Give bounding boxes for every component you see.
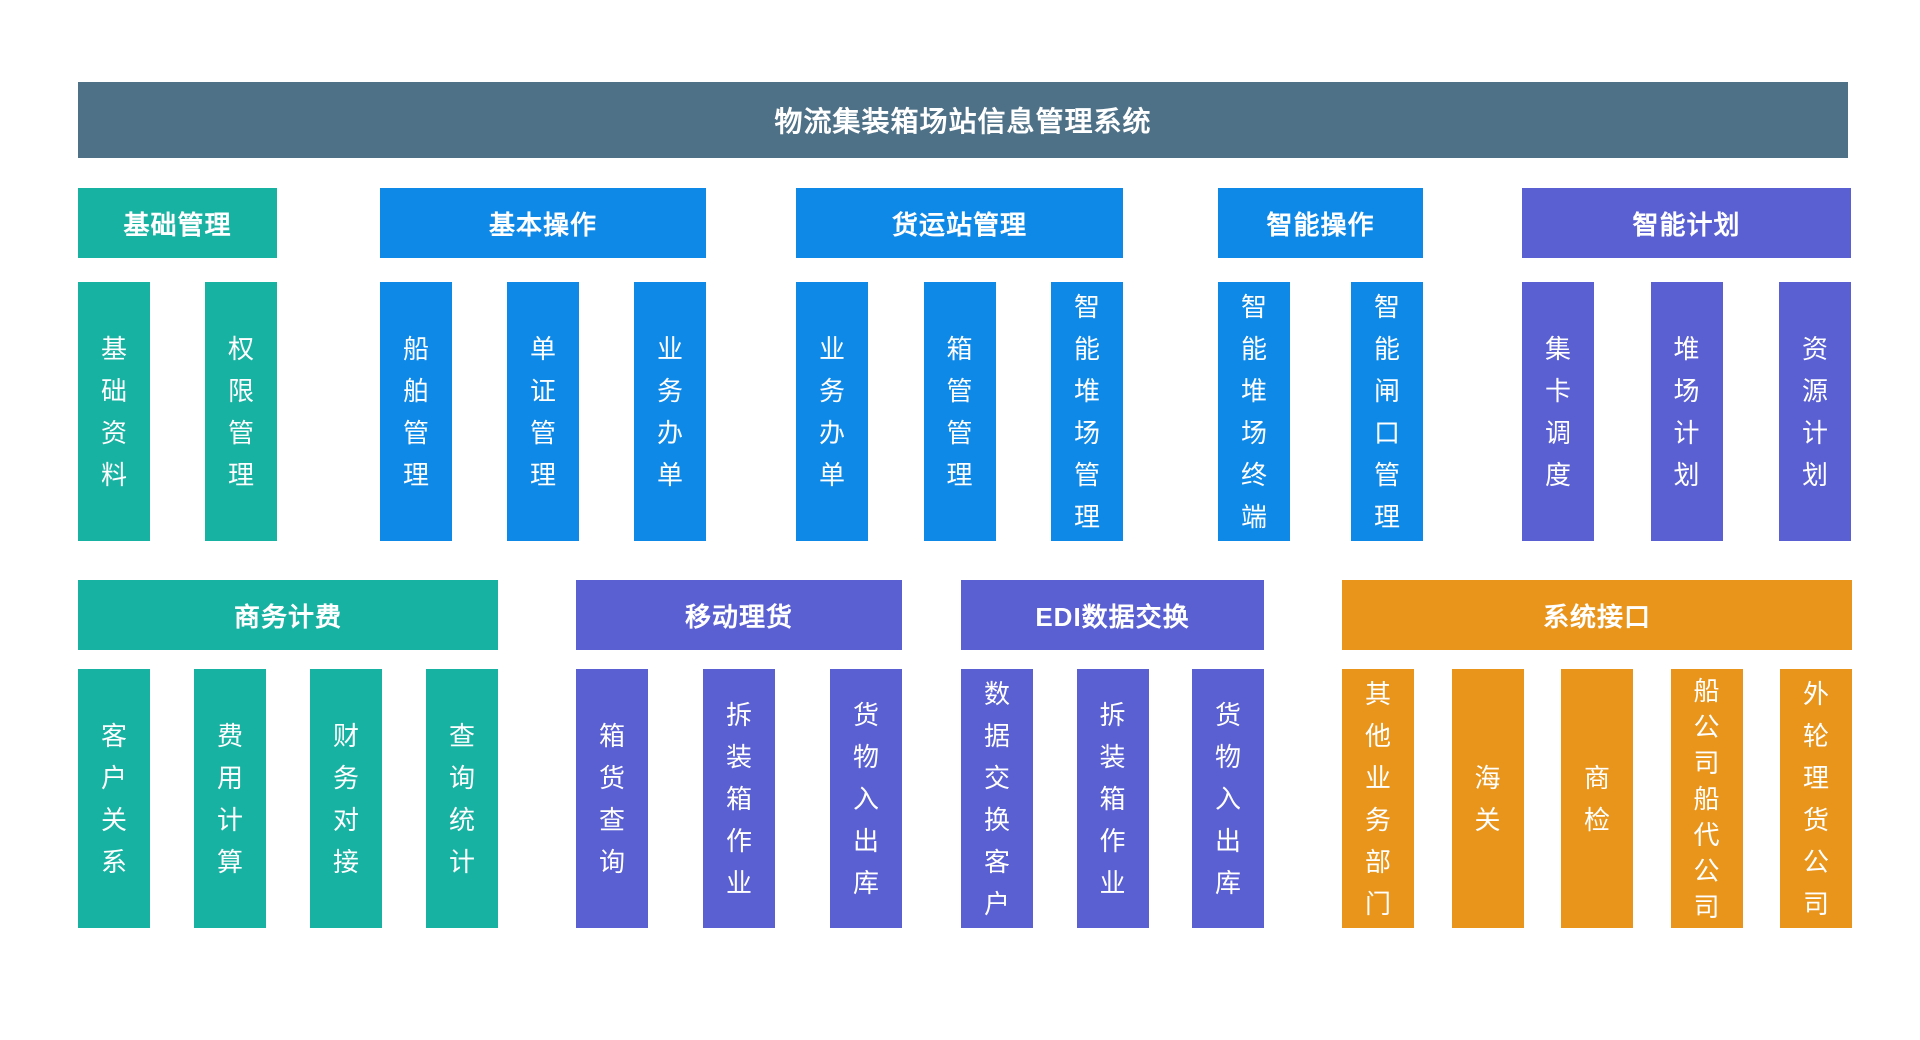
module-column: 船舶管理 (380, 282, 452, 541)
group-columns: 箱货查询 拆装箱作业 货物入出库 (576, 669, 902, 928)
group-title: 基础管理 (123, 209, 232, 240)
group-columns: 业务办单 箱管管理 智能堆场管理 (796, 282, 1123, 541)
module-column: 财务对接 (310, 669, 382, 928)
module-label: 堆场计划 (1673, 333, 1700, 490)
module-label: 费用计算 (216, 720, 243, 877)
module-column: 智能堆场管理 (1051, 282, 1123, 541)
group-columns: 智能堆场终端 智能闸口管理 (1218, 282, 1423, 541)
module-label: 财务对接 (332, 720, 359, 877)
diagram-title-bar: 物流集装箱场站信息管理系统 (78, 82, 1848, 158)
group-mobile-tally: 移动理货 箱货查询 拆装箱作业 货物入出库 (576, 580, 902, 928)
module-label: 货物入出库 (1214, 699, 1241, 898)
group-columns: 基础资料 权限管理 (78, 282, 277, 541)
module-column: 业务办单 (796, 282, 868, 541)
module-column: 客户关系 (78, 669, 150, 928)
group-title: 货运站管理 (891, 209, 1027, 240)
group-header: 智能操作 (1218, 188, 1423, 258)
group-title: EDI数据交换 (1035, 601, 1190, 632)
group-commercial-billing: 商务计费 客户关系 费用计算 财务对接 查询统计 (78, 580, 498, 928)
group-edi-data-exchange: EDI数据交换 数据交换客户 拆装箱作业 货物入出库 (961, 580, 1264, 928)
module-label: 海关 (1474, 762, 1501, 835)
module-column: 外轮理货公司 (1780, 669, 1852, 928)
module-label: 智能闸口管理 (1373, 291, 1400, 532)
group-columns: 客户关系 费用计算 财务对接 查询统计 (78, 669, 498, 928)
module-column: 箱货查询 (576, 669, 648, 928)
module-column: 其他业务部门 (1342, 669, 1414, 928)
group-columns: 船舶管理 单证管理 业务办单 (380, 282, 706, 541)
module-column: 商检 (1561, 669, 1633, 928)
group-header: EDI数据交换 (961, 580, 1264, 650)
module-column: 基础资料 (78, 282, 150, 541)
group-smart-operations: 智能操作 智能堆场终端 智能闸口管理 (1218, 188, 1423, 541)
group-title: 智能计划 (1632, 209, 1741, 240)
module-label: 拆装箱作业 (725, 699, 752, 898)
module-column: 单证管理 (507, 282, 579, 541)
group-title: 商务计费 (233, 601, 342, 632)
module-label: 外轮理货公司 (1802, 678, 1829, 919)
module-column: 拆装箱作业 (703, 669, 775, 928)
group-header: 基础管理 (78, 188, 277, 258)
module-column: 资源计划 (1779, 282, 1851, 541)
module-column: 智能堆场终端 (1218, 282, 1290, 541)
group-header: 商务计费 (78, 580, 498, 650)
group-basic-management: 基础管理 基础资料 权限管理 (78, 188, 277, 541)
module-label: 货物入出库 (852, 699, 879, 898)
group-smart-planning: 智能计划 集卡调度 堆场计划 资源计划 (1522, 188, 1851, 541)
group-header: 货运站管理 (796, 188, 1123, 258)
group-basic-operations: 基本操作 船舶管理 单证管理 业务办单 (380, 188, 706, 541)
group-title: 移动理货 (684, 601, 793, 632)
module-column: 货物入出库 (1192, 669, 1264, 928)
module-label: 资源计划 (1801, 333, 1828, 490)
module-label: 单证管理 (529, 333, 556, 490)
group-columns: 集卡调度 堆场计划 资源计划 (1522, 282, 1851, 541)
module-label: 商检 (1583, 762, 1610, 835)
module-column: 货物入出库 (830, 669, 902, 928)
group-header: 系统接口 (1342, 580, 1852, 650)
module-column: 费用计算 (194, 669, 266, 928)
module-column: 智能闸口管理 (1351, 282, 1423, 541)
group-title: 基本操作 (488, 209, 597, 240)
module-label: 客户关系 (100, 720, 127, 877)
group-header: 移动理货 (576, 580, 902, 650)
module-label: 拆装箱作业 (1099, 699, 1126, 898)
module-label: 集卡调度 (1544, 333, 1571, 490)
group-header: 智能计划 (1522, 188, 1851, 258)
module-label: 业务办单 (818, 333, 845, 490)
module-column: 权限管理 (205, 282, 277, 541)
module-label: 箱管管理 (946, 333, 973, 490)
module-column: 数据交换客户 (961, 669, 1033, 928)
module-label: 业务办单 (656, 333, 683, 490)
group-columns: 数据交换客户 拆装箱作业 货物入出库 (961, 669, 1264, 928)
module-label: 智能堆场管理 (1073, 291, 1100, 532)
module-column: 箱管管理 (923, 282, 996, 541)
module-label: 基础资料 (100, 333, 127, 490)
group-freight-station-management: 货运站管理 业务办单 箱管管理 智能堆场管理 (796, 188, 1123, 541)
diagram-title: 物流集装箱场站信息管理系统 (774, 106, 1152, 137)
module-column: 查询统计 (426, 669, 498, 928)
module-label: 箱货查询 (598, 720, 625, 877)
module-column: 海关 (1451, 669, 1524, 928)
module-column: 拆装箱作业 (1076, 669, 1149, 928)
module-column: 集卡调度 (1522, 282, 1594, 541)
group-title: 智能操作 (1266, 209, 1375, 240)
group-title: 系统接口 (1542, 601, 1651, 632)
module-column: 业务办单 (634, 282, 706, 541)
module-label: 数据交换客户 (983, 678, 1010, 919)
module-label: 其他业务部门 (1364, 678, 1391, 919)
module-label: 智能堆场终端 (1240, 291, 1267, 532)
module-label: 船公司船代公司 (1693, 675, 1720, 922)
module-column: 堆场计划 (1650, 282, 1723, 541)
group-header: 基本操作 (380, 188, 706, 258)
group-system-interface: 系统接口 其他业务部门 海关 商检 船公司船代公司 外轮理货公司 (1342, 580, 1852, 928)
module-column: 船公司船代公司 (1670, 669, 1743, 928)
module-label: 查询统计 (448, 720, 475, 877)
module-label: 船舶管理 (402, 333, 429, 490)
module-label: 权限管理 (227, 333, 254, 490)
group-columns: 其他业务部门 海关 商检 船公司船代公司 外轮理货公司 (1342, 669, 1852, 928)
